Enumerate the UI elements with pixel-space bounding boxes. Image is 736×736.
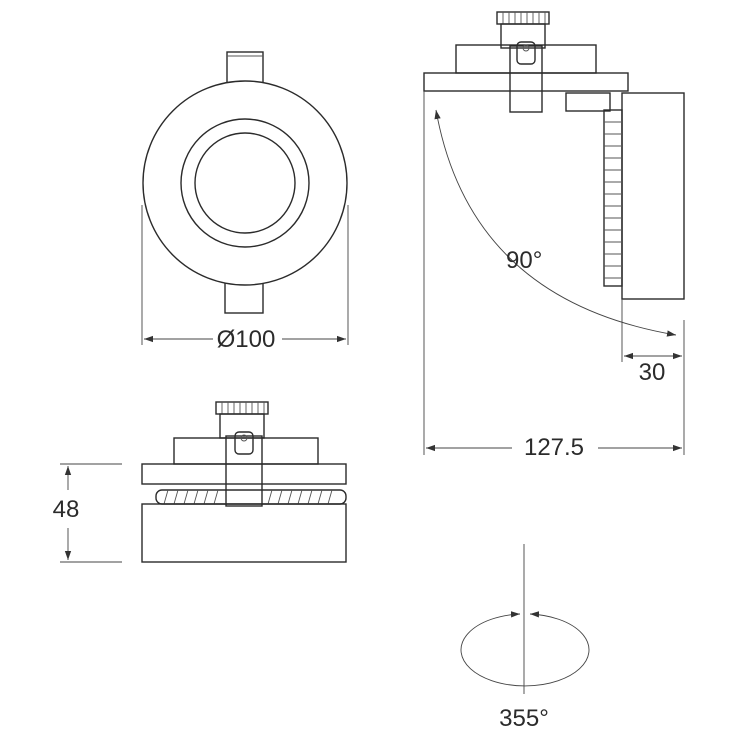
length-label: 127.5 <box>524 434 584 461</box>
bottom-view: 48 <box>53 401 347 563</box>
rotation-symbol: 355° <box>460 544 590 732</box>
front-view: Ø100 <box>141 51 349 353</box>
side-view: 90° 30 127.5 <box>423 11 685 461</box>
diameter-label: Ø100 <box>217 326 276 353</box>
offset-label: 30 <box>639 359 666 386</box>
tilt-angle-label: 90° <box>506 247 542 274</box>
height-label: 48 <box>53 496 80 523</box>
heat-sink <box>603 109 623 287</box>
track-adapter-clip <box>496 11 550 113</box>
rotation-angle-label: 355° <box>499 705 549 732</box>
track-adapter-clip-bottom <box>215 401 269 507</box>
